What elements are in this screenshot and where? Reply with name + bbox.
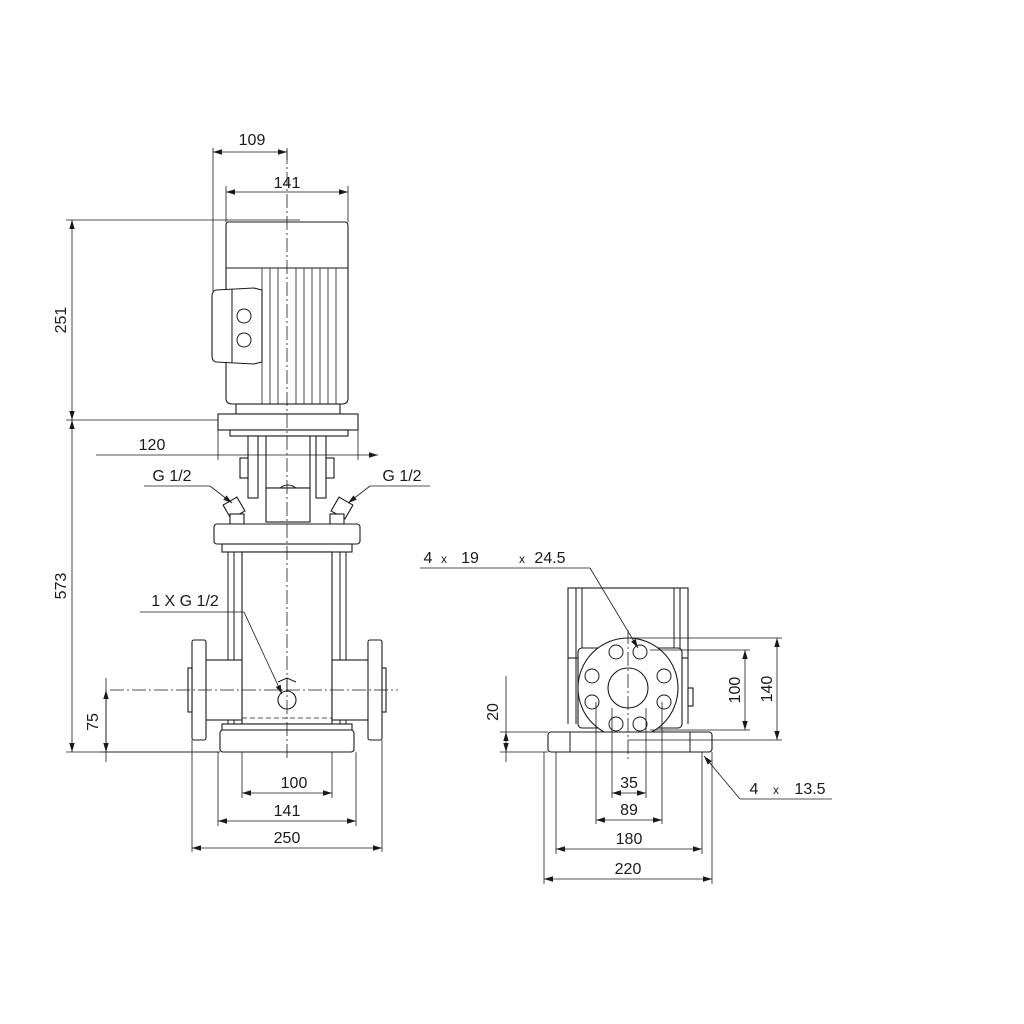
side-plug bbox=[687, 687, 694, 707]
dim-141-base: 141 bbox=[217, 752, 357, 826]
svg-text:35: 35 bbox=[620, 775, 638, 792]
dim-bolt-holes: 4 x 19 x 24.5 bbox=[420, 550, 639, 649]
svg-text:75: 75 bbox=[85, 713, 102, 731]
side-base bbox=[547, 731, 713, 753]
front-view: 109 141 251 573 120 bbox=[53, 132, 430, 852]
vent-plug-right bbox=[329, 496, 354, 525]
svg-text:573: 573 bbox=[53, 573, 70, 600]
dim-180: 180 bbox=[555, 752, 703, 854]
dim-20-base: 20 bbox=[485, 676, 548, 762]
svg-text:220: 220 bbox=[615, 861, 642, 878]
side-view: 4 x 19 x 24.5 100 140 20 bbox=[420, 550, 832, 884]
dim-220: 220 bbox=[543, 752, 713, 884]
dim-140-flange: 140 bbox=[628, 637, 782, 741]
svg-text:100: 100 bbox=[727, 677, 744, 704]
svg-text:13.5: 13.5 bbox=[794, 781, 825, 798]
terminal-box bbox=[211, 287, 263, 365]
svg-text:G 1/2: G 1/2 bbox=[382, 468, 421, 485]
svg-text:251: 251 bbox=[53, 307, 70, 334]
dim-75: 75 bbox=[85, 678, 220, 762]
dim-foot-holes: 4 x 13.5 bbox=[703, 755, 832, 800]
coupling-guard bbox=[222, 429, 354, 525]
svg-text:G 1/2: G 1/2 bbox=[152, 468, 191, 485]
svg-text:19: 19 bbox=[461, 550, 479, 567]
svg-text:141: 141 bbox=[274, 803, 301, 820]
svg-text:24.5: 24.5 bbox=[534, 550, 565, 567]
svg-text:x: x bbox=[441, 552, 447, 566]
dim-120: 120 bbox=[96, 430, 378, 460]
svg-text:100: 100 bbox=[281, 775, 308, 792]
svg-text:1 X G 1/2: 1 X G 1/2 bbox=[151, 593, 219, 610]
label-drain: 1 X G 1/2 bbox=[140, 593, 283, 695]
vent-plug-left bbox=[222, 496, 246, 525]
svg-text:x: x bbox=[773, 783, 779, 797]
label-vent-right: G 1/2 bbox=[347, 468, 430, 504]
svg-text:4: 4 bbox=[424, 550, 433, 567]
svg-text:x: x bbox=[519, 552, 525, 566]
label-vent-left: G 1/2 bbox=[144, 468, 233, 504]
svg-text:250: 250 bbox=[274, 830, 301, 847]
svg-text:20: 20 bbox=[485, 703, 502, 721]
svg-text:180: 180 bbox=[616, 831, 643, 848]
dim-250: 250 bbox=[191, 740, 383, 852]
dim-35: 35 bbox=[611, 708, 647, 798]
svg-text:109: 109 bbox=[239, 132, 266, 149]
svg-text:120: 120 bbox=[139, 437, 166, 454]
svg-text:89: 89 bbox=[620, 802, 638, 819]
svg-text:141: 141 bbox=[274, 175, 301, 192]
dim-251: 251 bbox=[53, 219, 300, 421]
motor bbox=[211, 221, 359, 431]
dim-141-motor: 141 bbox=[225, 175, 349, 222]
dim-100-flange: 100 bbox=[650, 649, 750, 731]
svg-text:140: 140 bbox=[759, 676, 776, 703]
dim-89: 89 bbox=[595, 702, 663, 824]
svg-text:4: 4 bbox=[750, 781, 759, 798]
dim-100-base: 100 bbox=[241, 752, 333, 798]
